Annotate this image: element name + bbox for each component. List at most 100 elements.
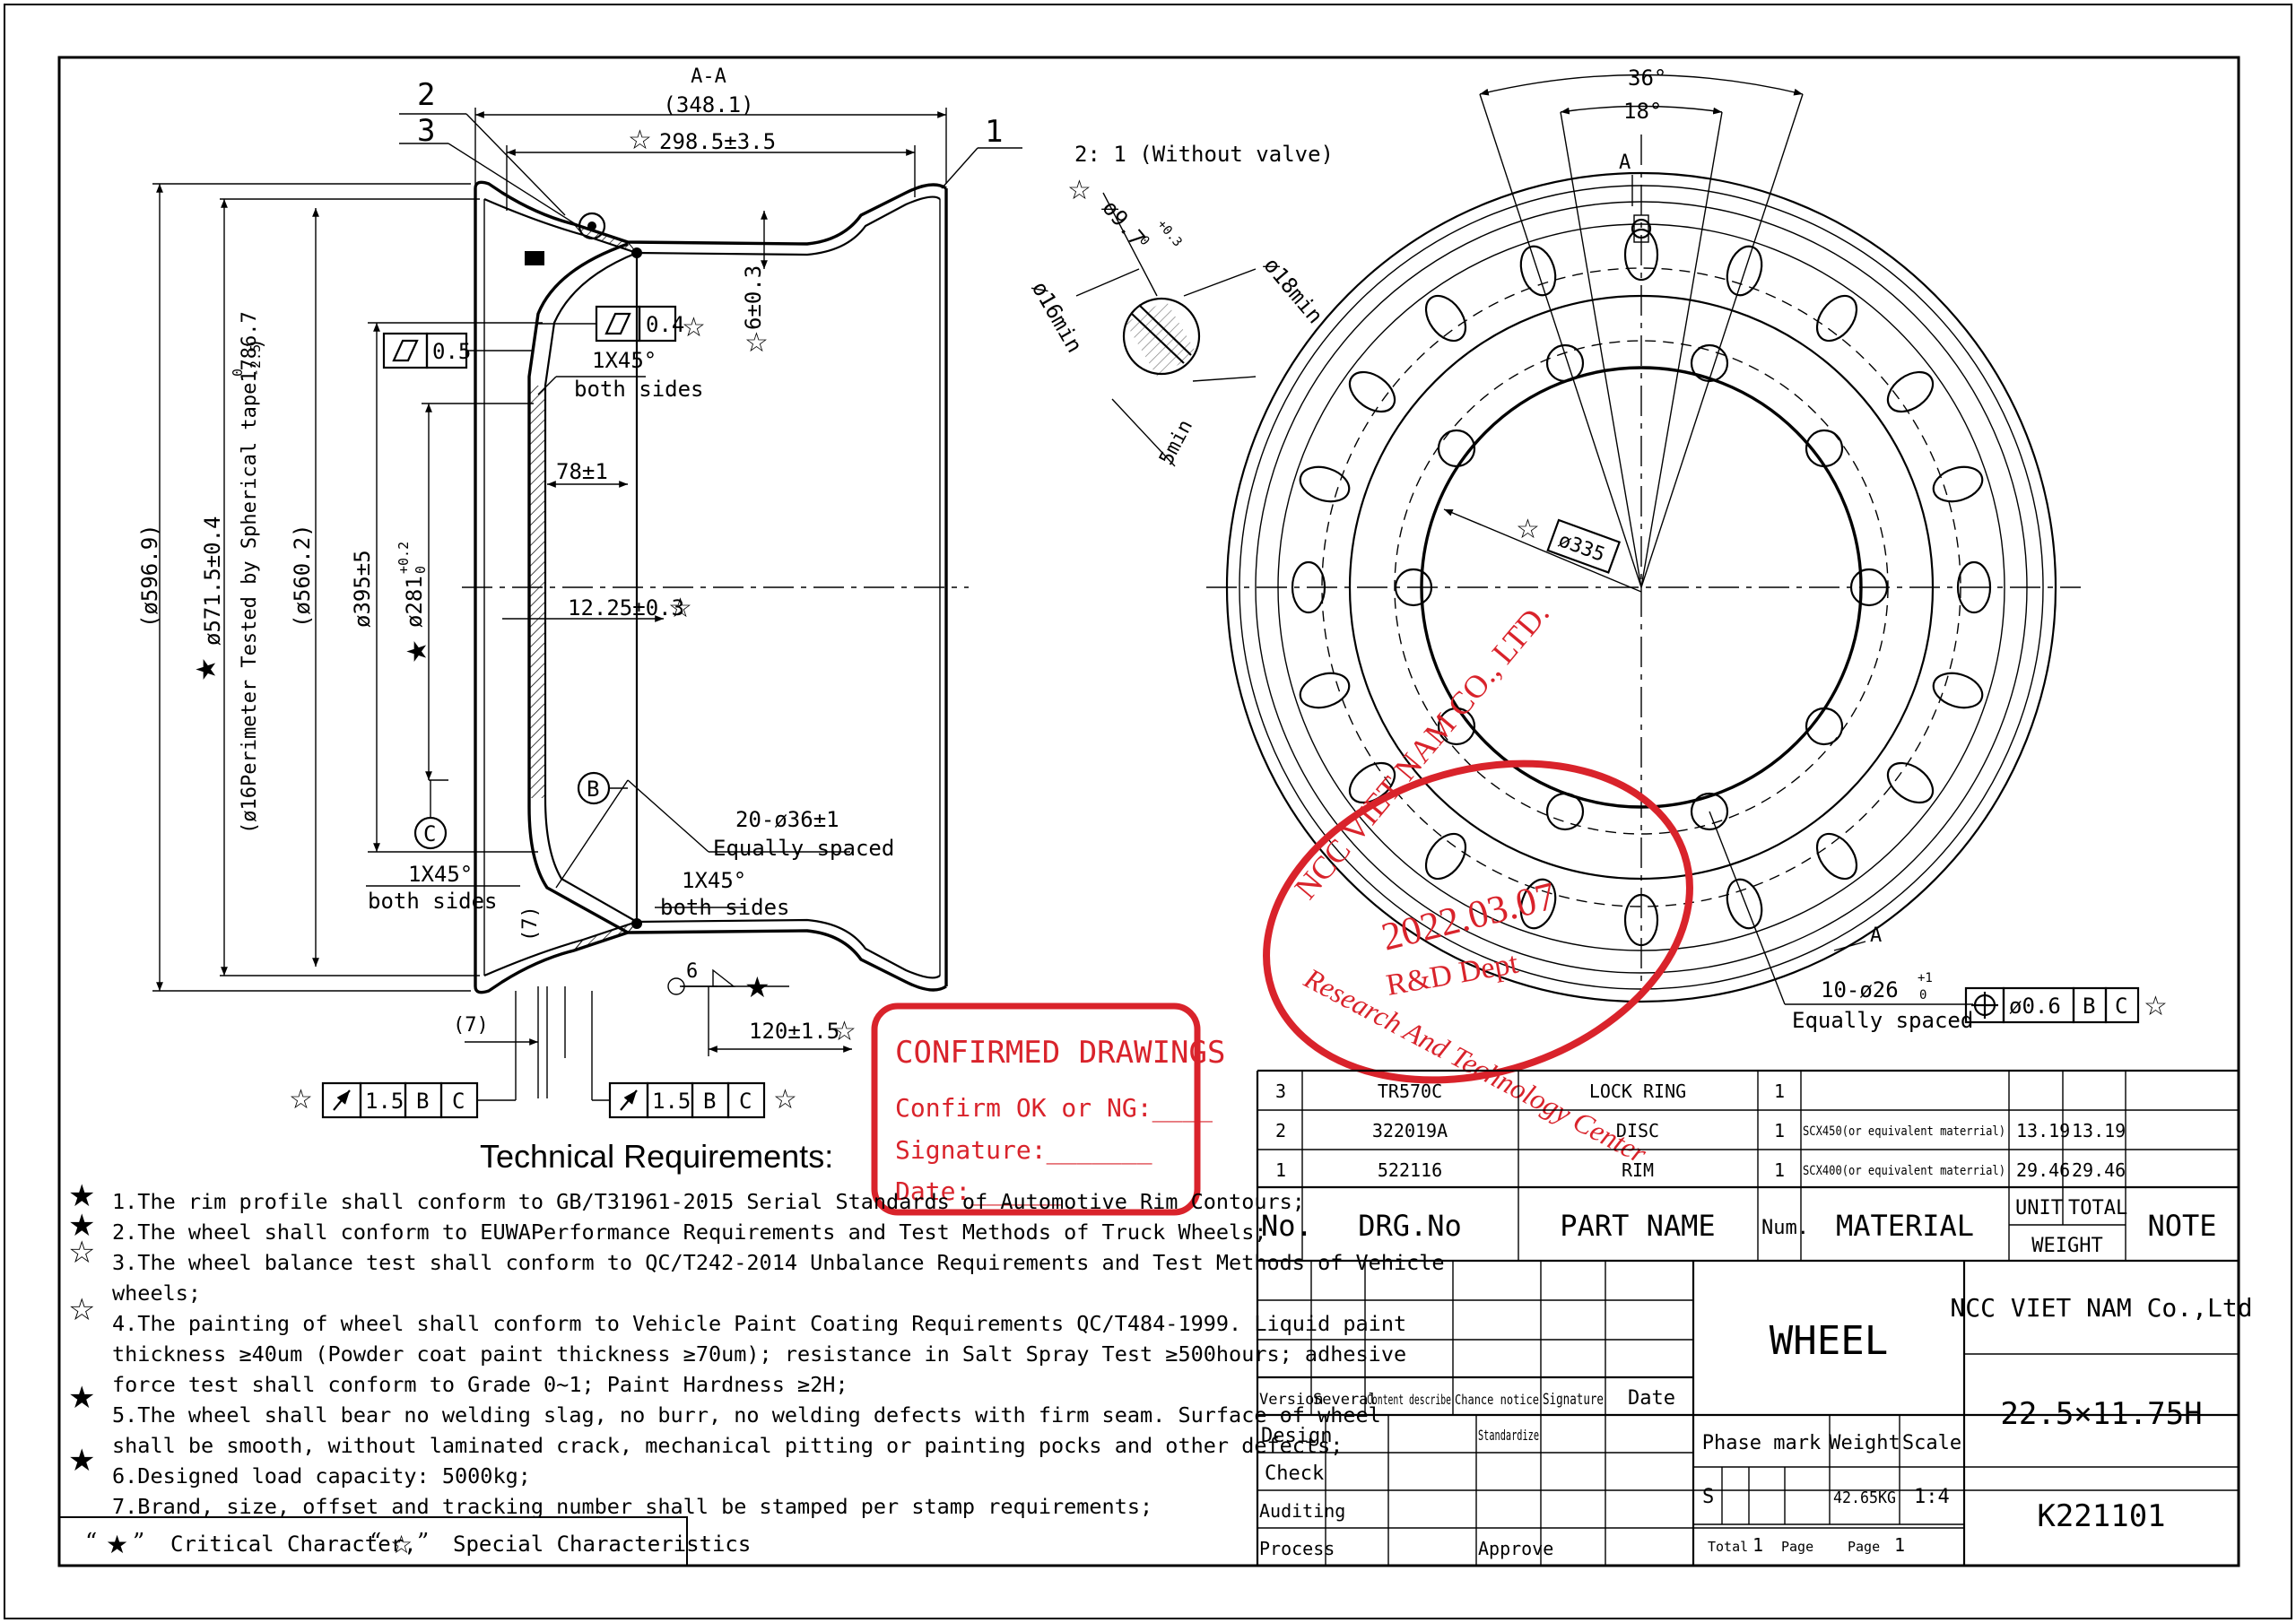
len-5: 5min [1155,416,1197,469]
chamfer-3-note: both sides [368,889,498,914]
bolt-holes [1394,343,1889,831]
tech-item-3b: wheels; [112,1280,201,1306]
star-critical-icon: ★ [68,1208,95,1244]
angle-18: 18° [1623,99,1662,124]
star-critical-icon: ★ [68,1178,95,1214]
chamfer-3: 1X45° [408,862,473,887]
dim-6b: 6 [686,960,698,983]
star-critical-icon: ★ [68,1443,95,1479]
star-critical-icon: ★ [744,970,770,1004]
section-view: A-A (348.1) ☆ 298.5±3.5 2 3 1 (ø596.9) ★… [137,65,1022,1119]
dia-97-tol-upper: +0.3 [1154,217,1185,249]
datum-c: C [423,821,436,846]
dia-281-tol-lower: 0 [413,566,429,574]
dim-7b: (7) [453,1014,489,1037]
section-a-bottom: A [1870,924,1882,947]
callout-1: 1 [985,114,1003,150]
label-approve: Approve [1478,1538,1553,1559]
star-special-icon: ☆ [68,1292,95,1328]
dia-281-tol: +0.2 [396,542,412,574]
dim-7a: (7) [519,906,542,942]
bom-row-total: 13.19 [2072,1120,2126,1141]
bom-row-drg: 522116 [1378,1159,1442,1181]
dim-78: 78±1 [556,459,608,484]
star-special-icon: ☆ [289,1084,313,1115]
bom-header-unit: UNIT [2015,1197,2063,1219]
bom-row-num: 1 [1774,1159,1785,1181]
position-tol-d1: B [2083,994,2095,1019]
svg-text:): ) [245,338,267,350]
outer-border [4,4,2292,1619]
runout-frame-right [591,991,766,1119]
datum-b: B [587,777,599,802]
dia-perimeter: ø571.5±0.4 [200,516,225,647]
width-inner: 298.5±3.5 [659,129,776,154]
position-tol-value: ø0.6 [2009,994,2061,1019]
tech-item-5b: shall be smooth, without laminated crack… [112,1433,1343,1458]
legend-critical: Critical Character, [170,1532,417,1557]
star-critical-icon: ★ [191,657,222,681]
star-special-icon: ☆ [744,327,769,359]
dia-outer: (ø596.9) [137,524,162,628]
label-phase-mark: Phase mark [1702,1432,1821,1454]
runout-right-d1: B [703,1089,716,1114]
section-label: A-A [691,65,726,88]
legend-special: Special Characteristics [453,1532,751,1557]
value-page: 1 [1894,1534,1905,1556]
bom-row-num: 1 [1774,1081,1785,1102]
title-drawing-no: K221101 [2037,1498,2165,1534]
star-special-icon: ☆ [1067,175,1091,206]
technical-requirements: Technical Requirements: ★ 1.The rim prof… [58,1138,1445,1567]
width-overall: (348.1) [663,92,753,117]
tech-item-2: 2.The wheel shall conform to EUWAPerform… [112,1219,1267,1245]
label-check: Check [1265,1462,1324,1485]
angle-36: 36° [1628,65,1666,91]
star-special-icon: ☆ [773,1084,797,1115]
rev-header-content: Content describe [1367,1392,1451,1408]
svg-text:”: ” [133,1529,144,1556]
bom-header-num: Num. [1761,1217,1809,1239]
position-tol-frame: ø0.6 B C ☆ [1964,986,2168,1024]
tech-item-4c: force test shall conform to Grade 0~1; P… [112,1372,848,1397]
confirmed-drawings-stamp: CONFIRMED DRAWINGS Confirm OK or NG:____… [871,1002,1225,1216]
value-scale: 1:4 [1914,1486,1950,1508]
value-weight: 42.65KG [1833,1488,1896,1507]
star-special-icon: ☆ [682,312,706,343]
callout-2: 2 [417,77,435,113]
bom-header-part: PART NAME [1560,1209,1715,1243]
bolt-holes-tol-lower: 0 [1919,988,1926,1002]
dia-16: ø16min [1027,277,1088,357]
flat-05: 0.5 [432,339,471,364]
bom-row-no: 3 [1275,1081,1286,1102]
star-special-icon: ☆ [668,593,692,624]
bom-header-material: MATERIAL [1836,1209,1974,1243]
legend-box [58,1516,688,1567]
stamp-line1: Confirm OK or NG:____ [895,1093,1213,1124]
star-critical-icon: ★ [402,639,433,664]
runout-left-d1: B [416,1089,429,1114]
bom-row-drg: 322019A [1372,1120,1448,1141]
bom-header-no: No. [1261,1209,1313,1243]
label-design: Design [1261,1425,1332,1447]
stamp-line2: Signature:_______ [895,1135,1152,1166]
label-page-b: Page [1848,1539,1880,1555]
runout-left-d2: C [452,1089,465,1114]
star-special-icon: ☆ [68,1235,95,1271]
hand-holes [1291,228,1992,947]
label-weight: Weight [1829,1432,1900,1454]
bom-header-note: NOTE [2147,1209,2216,1243]
bom-row-material: SCX450(or equivalent materrial) [1803,1124,2005,1139]
label-page-a: Page [1781,1539,1813,1555]
label-standardize: Standardize [1478,1427,1539,1444]
flat-04: 0.4 [646,312,684,337]
inner-frame [57,56,2240,1567]
stamp-line3: Date:______ [895,1176,1062,1207]
dim-6: 6±0.3 [741,265,766,330]
tech-item-1: 1.The rim profile shall conform to GB/T3… [112,1189,1305,1214]
star-special-icon: ☆ [628,125,652,156]
title-company: NCC VIET NAM Co.,Ltd [1950,1293,2252,1323]
star-special-icon: ☆ [2144,991,2168,1022]
rev-header-several: Several [1313,1391,1378,1409]
bom-row-part: DISC [1616,1120,1659,1141]
